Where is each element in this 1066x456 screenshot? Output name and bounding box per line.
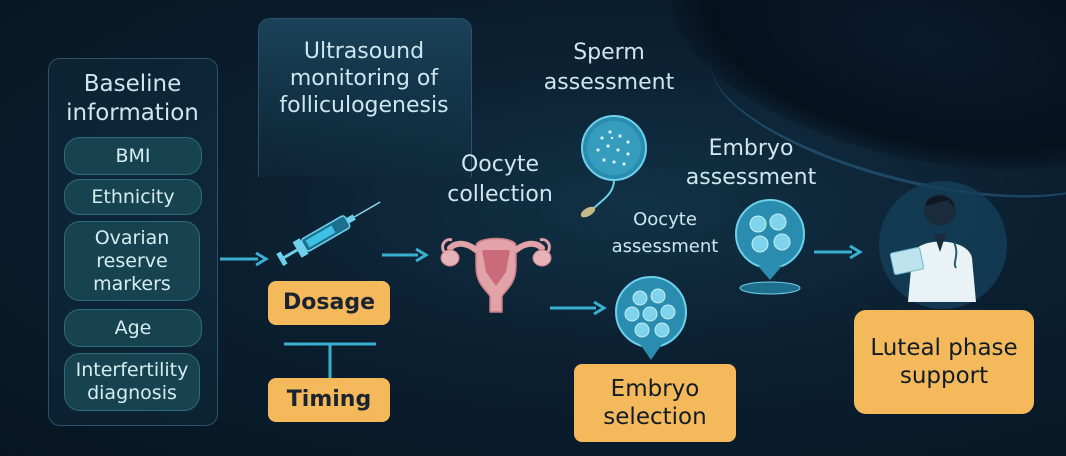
baseline-item-age: Age <box>64 309 202 347</box>
embryo-assessment-label: Embryo assessment <box>685 136 817 190</box>
syringe-icon <box>276 201 381 266</box>
dosage-timing-connector <box>284 342 376 378</box>
embryo-assessment-icon <box>735 199 805 295</box>
luteal-support-box: Luteal phase support <box>854 310 1034 414</box>
ultrasound-panel <box>258 18 472 177</box>
embryo-selection-box: Embryo selection <box>574 364 736 442</box>
baseline-item-ethnicity: Ethnicity <box>64 179 202 215</box>
arrow-oocyte-to-selection <box>550 300 607 316</box>
sperm-cell-icon <box>580 115 647 218</box>
uterus-icon <box>440 237 552 313</box>
embryo-selection-icon <box>615 276 687 360</box>
baseline-item-diagnosis: Interfertility diagnosis <box>64 353 200 411</box>
arrow-embryo-to-doctor <box>814 244 863 260</box>
dosage-box: Dosage <box>268 281 390 325</box>
timing-box: Timing <box>268 378 390 422</box>
sperm-assessment-label: Sperm assessment <box>543 40 675 95</box>
oocyte-collection-label: Oocyte collection <box>447 152 553 207</box>
baseline-title: Baseline information <box>66 71 199 126</box>
ultrasound-title: Ultrasound monitoring of folliculogenesi… <box>279 39 449 118</box>
arrow-baseline-to-dosage <box>220 251 269 267</box>
baseline-item-ovarian-reserve: Ovarian reserve markers <box>64 221 200 301</box>
baseline-item-bmi: BMI <box>64 137 202 175</box>
oocyte-assessment-label: Oocyte assessment <box>611 209 719 257</box>
doctor-icon <box>879 181 1007 309</box>
arrow-syringe-to-oocyte <box>382 247 429 263</box>
